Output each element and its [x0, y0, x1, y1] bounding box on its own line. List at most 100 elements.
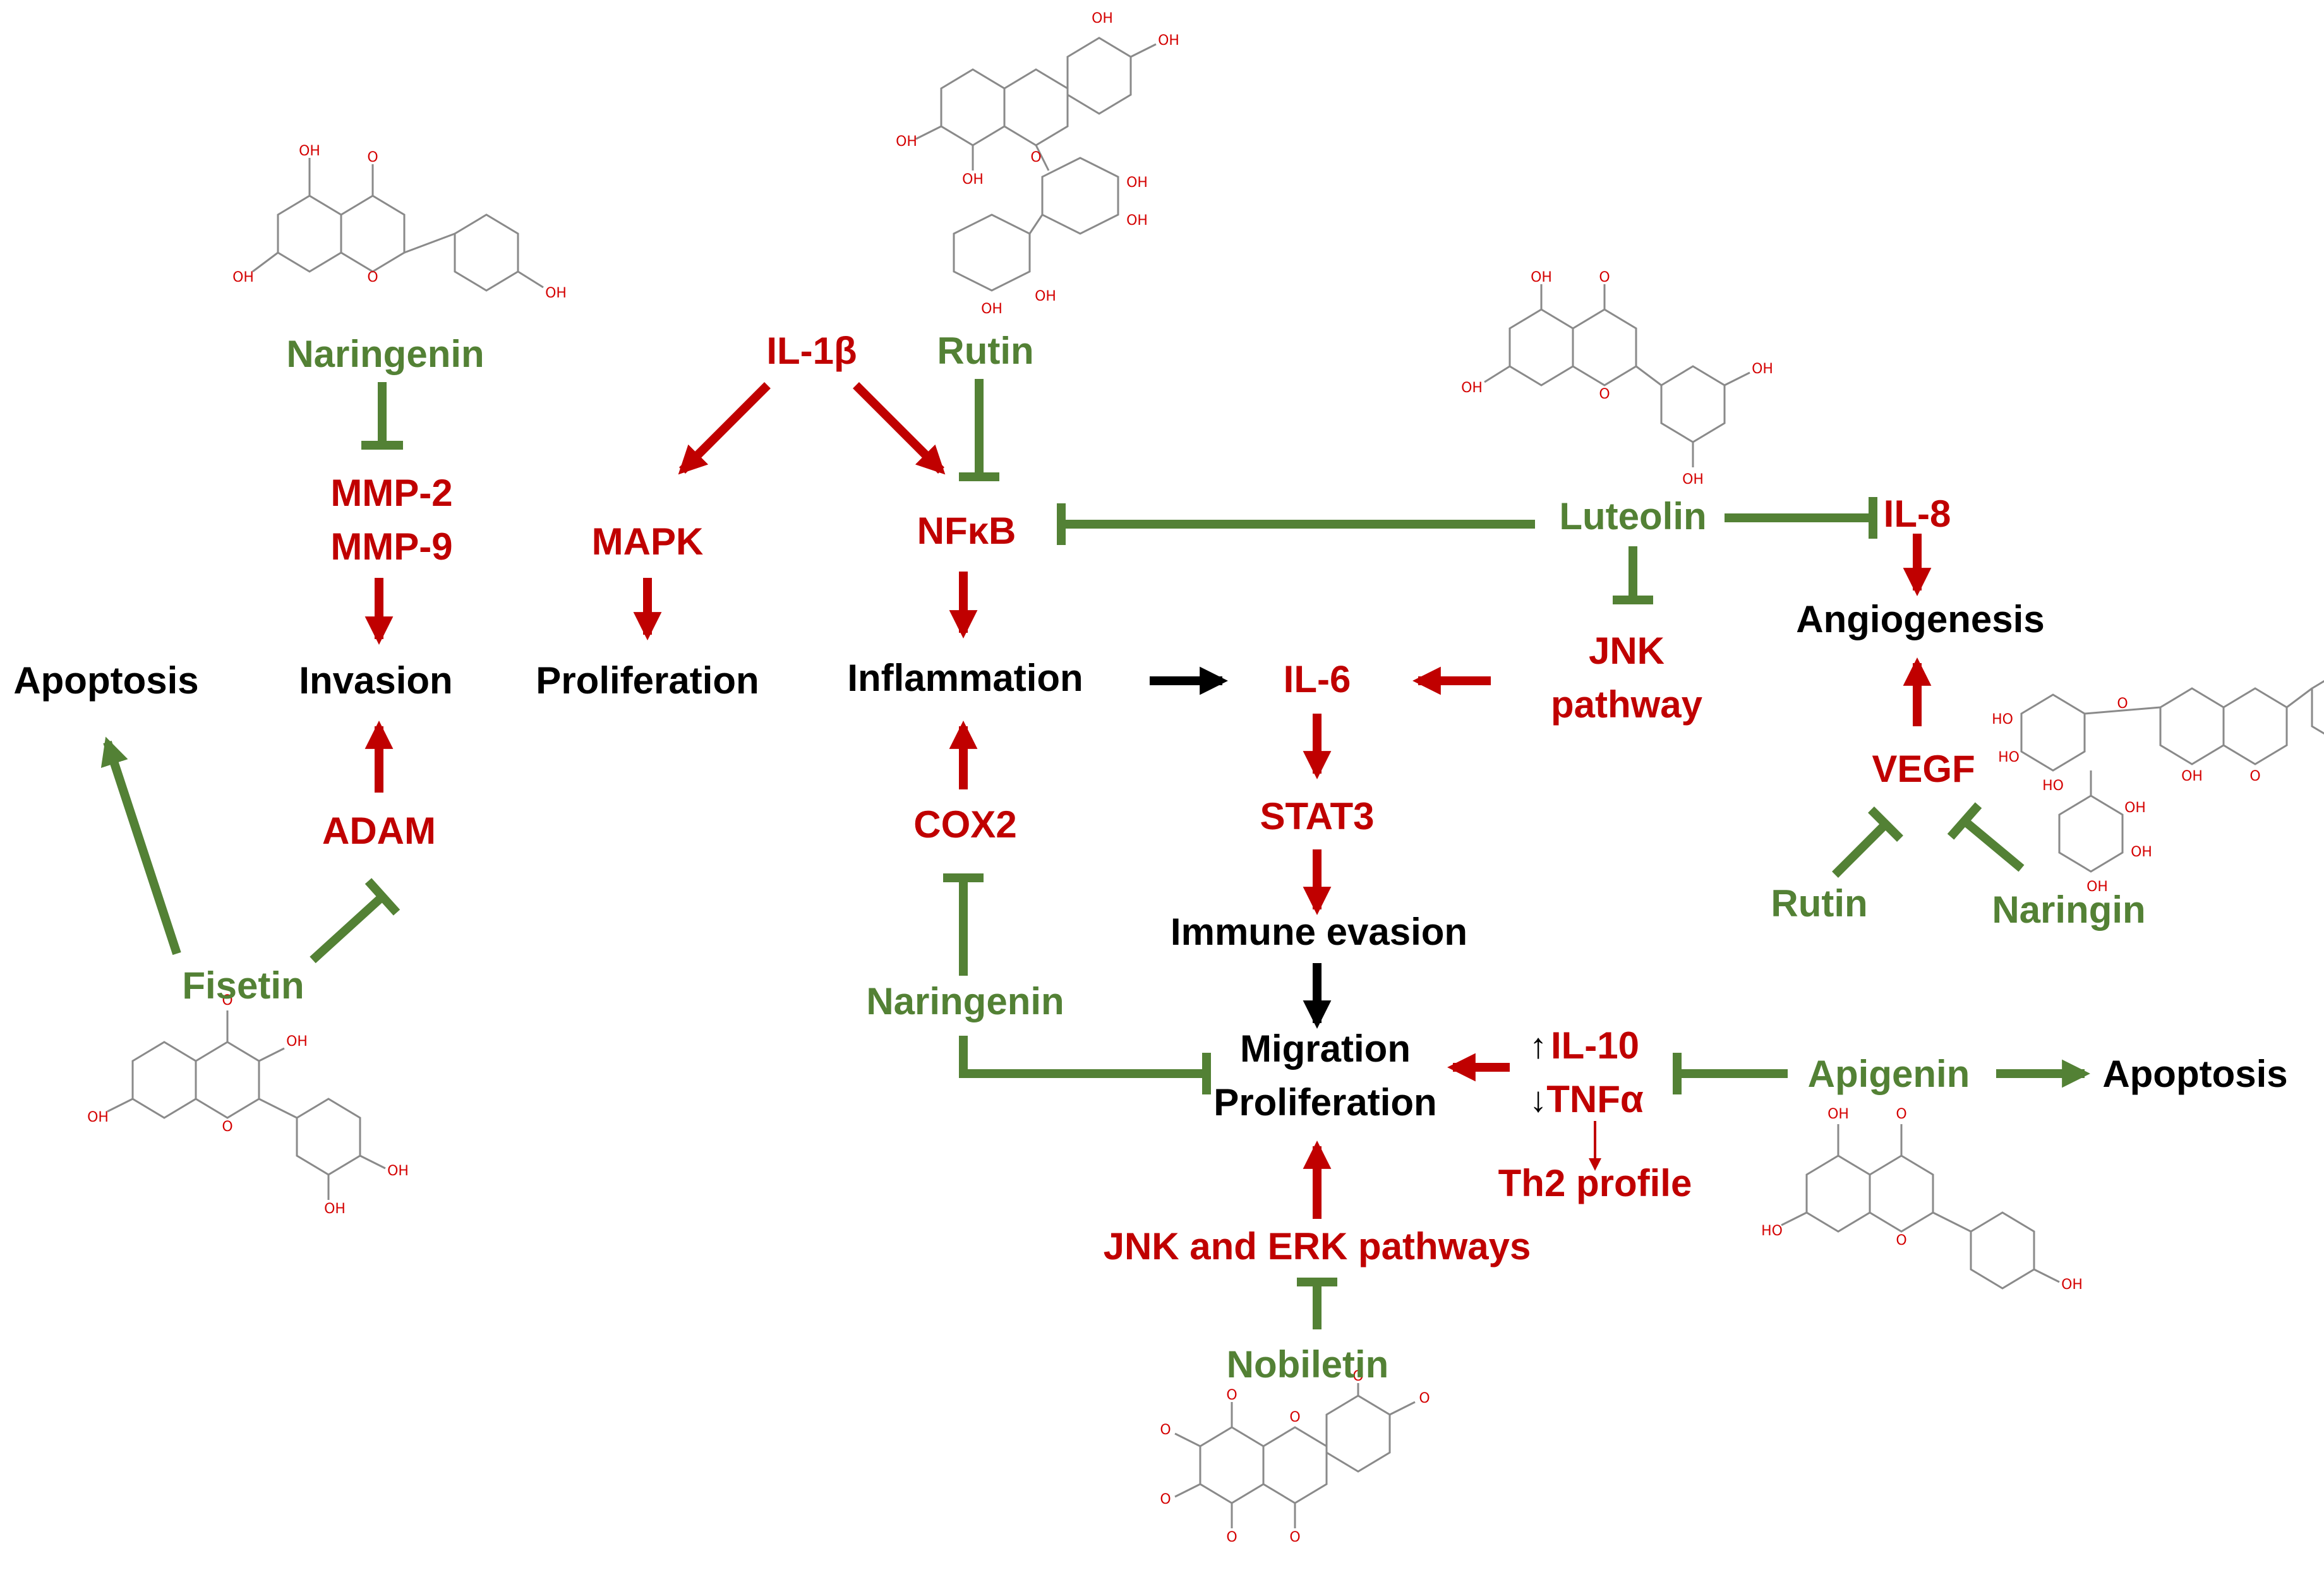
svg-text:OH: OH [2181, 769, 2203, 784]
svg-text:OH: OH [87, 1110, 109, 1125]
label-tnfa: TNFα [1546, 1078, 1644, 1120]
svg-text:OH: OH [2086, 879, 2108, 895]
edge-naringin-inhibits-vegf [1947, 802, 2025, 872]
label-immune-evasion: Immune evasion [1171, 911, 1467, 953]
edge-rutin-inhibits-vegf [1832, 806, 1903, 878]
label-fisetin: Fisetin [182, 964, 304, 1007]
label-mmp9: MMP-9 [330, 525, 452, 568]
label-stat3: STAT3 [1260, 795, 1374, 837]
label-apoptosis-left: Apoptosis [13, 659, 198, 702]
svg-text:OH: OH [1531, 270, 1552, 285]
svg-text:OH: OH [2124, 800, 2146, 816]
svg-text:OH: OH [896, 134, 917, 150]
naringin-structure-icon: O HO HO HO OH O OH OH OH OH [1992, 680, 2324, 895]
label-th2: Th2 profile [1498, 1162, 1692, 1204]
naringenin-structure-icon: O O OH OH OH [232, 143, 567, 301]
svg-text:O: O [1896, 1106, 1906, 1122]
svg-text:O: O [1160, 1422, 1171, 1438]
label-il10: IL-10 [1551, 1024, 1639, 1067]
apigenin-structure-icon: O OH HO OH O [1761, 1106, 2083, 1293]
luteolin-structure-icon: O OH OH OH OH O [1461, 270, 1773, 488]
svg-text:OH: OH [2131, 844, 2152, 860]
svg-text:OH: OH [1126, 213, 1148, 229]
svg-text:HO: HO [2042, 778, 2064, 794]
svg-text:O: O [1226, 1530, 1237, 1545]
edge-il1b-to-nfkb [853, 382, 946, 475]
svg-text:OH: OH [545, 285, 567, 301]
svg-text:OH: OH [232, 270, 254, 285]
nobiletin-structure-icon: O O O O O O O O [1160, 1369, 1430, 1545]
label-invasion: Invasion [299, 659, 452, 702]
svg-text:OH: OH [1126, 175, 1148, 191]
svg-text:O: O [1896, 1233, 1906, 1249]
svg-text:O: O [1352, 1369, 1363, 1384]
svg-text:O: O [1160, 1492, 1171, 1507]
svg-text:OH: OH [1158, 33, 1179, 49]
svg-text:O: O [1419, 1391, 1430, 1406]
svg-text:OH: OH [1682, 472, 1704, 488]
rutin-structure-icon: OH OH OH OH O OH OH OH OH [896, 11, 1179, 317]
label-migration: Migration [1240, 1028, 1411, 1070]
label-naringin: Naringin [1992, 889, 2145, 931]
svg-text:O: O [222, 1119, 232, 1135]
svg-text:HO: HO [1992, 712, 2013, 728]
label-cox2: COX2 [913, 803, 1016, 846]
svg-text:OH: OH [1092, 11, 1113, 27]
edge-fisetin-inhibits-adam [310, 878, 400, 964]
svg-text:O: O [367, 150, 378, 165]
edge-il1b-to-mapk [678, 382, 771, 475]
edge-naringenin-inhibits-cox2 [943, 873, 984, 976]
svg-text:OH: OH [981, 301, 1002, 317]
label-jnk-line1: JNK [1589, 630, 1665, 672]
label-jnk-erk: JNK and ERK pathways [1104, 1225, 1531, 1267]
label-proliferation2: Proliferation [1213, 1081, 1436, 1124]
edge-fisetin-to-apoptosis [100, 736, 181, 956]
svg-text:HO: HO [1761, 1223, 1783, 1239]
edge-luteolin-inhibits-il8 [1725, 497, 1877, 539]
label-naringenin-mid: Naringenin [866, 980, 1064, 1022]
svg-text:HO: HO [1998, 750, 2020, 765]
svg-text:O: O [1599, 270, 1610, 285]
label-nfkb: NFκB [917, 510, 1016, 552]
svg-text:O: O [2249, 769, 2260, 784]
svg-text:O: O [367, 270, 378, 285]
label-il8: IL-8 [1884, 493, 1951, 535]
label-naringenin-top: Naringenin [286, 333, 484, 375]
fisetin-structure-icon: O OH OH OH OH O [87, 993, 409, 1217]
svg-text:OH: OH [2061, 1277, 2083, 1293]
svg-text:OH: OH [1827, 1106, 1849, 1122]
svg-text:OH: OH [1461, 380, 1483, 396]
up-arrow-icon: ↑ [1529, 1026, 1547, 1065]
label-il1b: IL-1β [766, 330, 857, 372]
label-luteolin: Luteolin [1559, 495, 1706, 537]
edge-naringenin-inhibits-migration [959, 1036, 1211, 1094]
edge-nobiletin-inhibits-jnkerk [1297, 1278, 1337, 1329]
label-apoptosis-right: Apoptosis [2102, 1053, 2287, 1095]
label-vegf: VEGF [1872, 748, 1975, 790]
svg-text:O: O [1599, 387, 1610, 402]
label-nobiletin: Nobiletin [1227, 1343, 1389, 1386]
label-proliferation: Proliferation [536, 659, 759, 702]
svg-text:O: O [1226, 1387, 1237, 1403]
svg-text:OH: OH [286, 1034, 308, 1050]
svg-text:OH: OH [299, 143, 320, 159]
label-rutin-top: Rutin [937, 330, 1033, 372]
label-apigenin: Apigenin [1808, 1053, 1970, 1095]
label-inflammation: Inflammation [847, 657, 1083, 699]
svg-text:OH: OH [962, 172, 984, 188]
label-mmp2: MMP-2 [330, 472, 452, 514]
edge-luteolin-inhibits-jnk [1613, 546, 1653, 604]
svg-text:O: O [1289, 1410, 1300, 1425]
edge-luteolin-inhibits-nfkb [1057, 503, 1535, 545]
down-arrow-icon: ↓ [1529, 1079, 1547, 1119]
label-adam: ADAM [322, 810, 436, 852]
svg-text:O: O [2117, 696, 2128, 712]
label-jnk-line2: pathway [1551, 683, 1703, 726]
svg-text:OH: OH [1752, 361, 1773, 377]
edge-rutin-inhibits-nfkb [959, 379, 999, 481]
edge-naringenin-inhibits-mmp [361, 382, 403, 450]
svg-text:O: O [222, 993, 232, 1009]
edge-apigenin-inhibits-il10 [1673, 1053, 1788, 1094]
